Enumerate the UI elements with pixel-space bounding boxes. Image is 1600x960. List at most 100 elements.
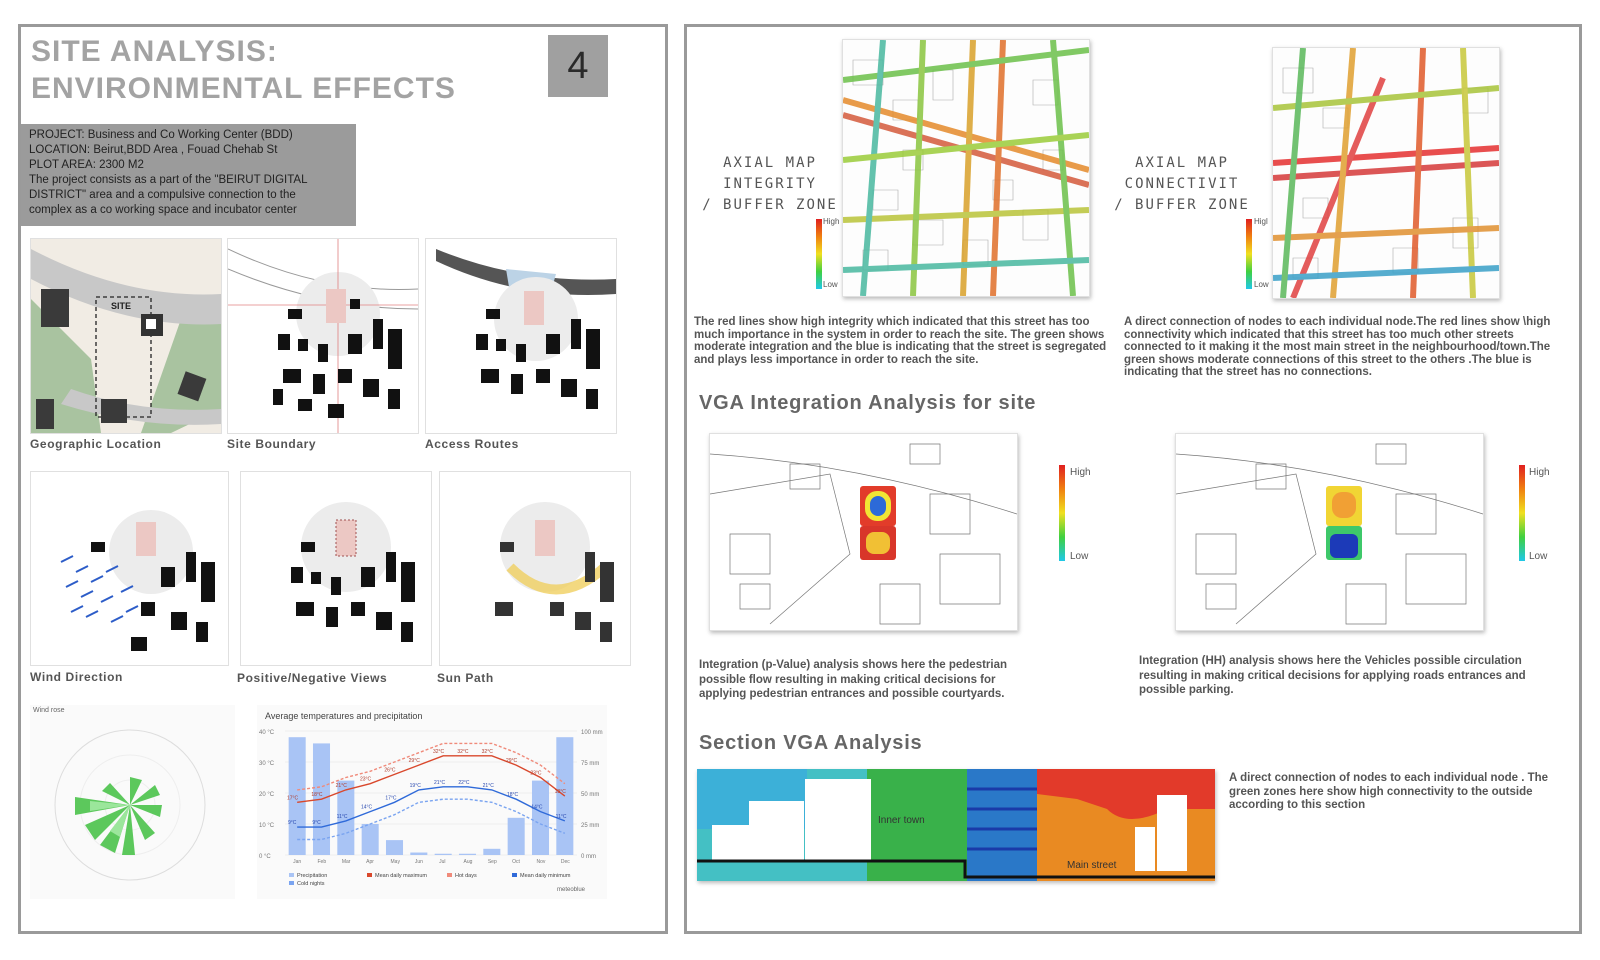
site-boundary-map bbox=[227, 238, 419, 434]
section-main-street-label: Main street bbox=[1067, 860, 1117, 871]
project-info-line: The project consists as a part of the "B… bbox=[29, 174, 308, 186]
max-data-label: 32°C bbox=[433, 749, 445, 755]
legend-swatch bbox=[512, 873, 517, 877]
vga-right-legend-low: Low bbox=[1529, 551, 1548, 562]
max-data-label: 32°C bbox=[457, 749, 469, 755]
x-tick-label: Oct bbox=[512, 859, 520, 865]
y-right-tick-label: 75 mm bbox=[581, 761, 599, 767]
min-data-label: 14°C bbox=[531, 805, 543, 811]
axial-connectivity-line: AXIAL MAP bbox=[1135, 155, 1229, 171]
wind-direction-caption: Wind Direction bbox=[30, 670, 123, 684]
min-data-label: 9°C bbox=[288, 820, 297, 826]
sun-path-caption: Sun Path bbox=[437, 671, 494, 685]
climate-chart: Average temperatures and precipitation 4… bbox=[257, 705, 607, 899]
min-data-label: 18°C bbox=[507, 792, 519, 798]
sun-path-map bbox=[439, 471, 631, 666]
x-tick-label: May bbox=[391, 859, 401, 865]
project-info-line: LOCATION: Beirut,BDD Area , Fouad Chehab… bbox=[29, 144, 278, 156]
y-right-tick-label: 0 mm bbox=[581, 854, 596, 860]
precipitation-bar bbox=[458, 853, 477, 855]
x-tick-label: Jul bbox=[439, 859, 445, 865]
max-data-label: 23°C bbox=[530, 771, 542, 777]
axial-connectivity-line: CONNECTIVIT bbox=[1124, 176, 1240, 192]
vga-pvalue-map bbox=[709, 433, 1018, 631]
section-inner-town-label: Inner town bbox=[878, 815, 925, 826]
wind-direction-map bbox=[30, 471, 229, 666]
min-data-label: 11°C bbox=[556, 814, 567, 820]
precipitation-bar bbox=[483, 848, 501, 855]
integrity-legend-high: High bbox=[823, 217, 840, 226]
legend-entry: Hot days bbox=[455, 873, 477, 879]
max-data-label: 26°C bbox=[384, 767, 396, 773]
max-data-label: 29°C bbox=[409, 758, 421, 764]
project-info-line: PLOT AREA: 2300 M2 bbox=[29, 159, 144, 171]
wind-rose-title: Wind rose bbox=[33, 707, 65, 714]
vga-left-legend-bar bbox=[1059, 465, 1065, 561]
y-left-tick-label: 40 °C bbox=[259, 730, 275, 736]
precipitation-bar bbox=[507, 817, 525, 855]
x-tick-label: Apr bbox=[366, 859, 374, 865]
legend-swatch bbox=[447, 873, 452, 877]
geographic-location-caption: Geographic Location bbox=[30, 437, 162, 451]
vga-left-legend-high: High bbox=[1070, 467, 1091, 478]
mean-daily-max-line bbox=[297, 755, 566, 803]
integrity-legend-bar bbox=[816, 219, 822, 289]
climate-chart-title: Average temperatures and precipitation bbox=[265, 711, 423, 721]
site-label: SITE bbox=[111, 301, 132, 311]
site-boundary-caption: Site Boundary bbox=[227, 437, 317, 451]
max-data-label: 29°C bbox=[506, 758, 518, 764]
positive-negative-views-map bbox=[240, 471, 432, 666]
precipitation-bar bbox=[410, 852, 428, 855]
min-data-label: 19°C bbox=[410, 783, 422, 789]
min-data-label: 17°C bbox=[385, 795, 397, 801]
sheet-title-line2: ENVIRONMENTAL EFFECTS bbox=[31, 72, 456, 105]
vga-pvalue-description: Integration (p-Value) analysis shows her… bbox=[699, 659, 1008, 700]
sheet-number: 4 bbox=[548, 35, 608, 97]
access-routes-map bbox=[425, 238, 617, 434]
precipitation-bar bbox=[361, 824, 379, 855]
vga-hh-map bbox=[1175, 433, 1484, 631]
legend-entry: Cold nights bbox=[297, 881, 325, 887]
axial-connectivity-label: AXIAL MAP CONNECTIVIT / BUFFER ZONE bbox=[1107, 153, 1257, 216]
left-sheet-panel: SITE ANALYSIS: ENVIRONMENTAL EFFECTS 4 P… bbox=[18, 24, 668, 934]
project-info-line: PROJECT: Business and Co Working Center … bbox=[29, 129, 293, 141]
axial-connectivity-line: / BUFFER ZONE bbox=[1114, 197, 1250, 213]
min-data-label: 22°C bbox=[458, 780, 470, 786]
axial-integrity-line: / BUFFER ZONE bbox=[702, 197, 838, 213]
min-data-label: 21°C bbox=[483, 783, 495, 789]
y-left-tick-label: 30 °C bbox=[259, 761, 275, 767]
max-data-label: 18°C bbox=[555, 789, 567, 795]
project-info-line: complex as a co working space and incuba… bbox=[29, 204, 297, 216]
legend-swatch bbox=[289, 873, 294, 877]
x-tick-label: Dec bbox=[561, 859, 570, 865]
x-tick-label: Jan bbox=[293, 859, 301, 865]
vga-hh-description: Integration (HH) analysis shows here the… bbox=[1139, 655, 1526, 696]
y-right-tick-label: 100 mm bbox=[581, 730, 603, 736]
sheet-title-line1: SITE ANALYSIS: bbox=[31, 35, 278, 68]
connectivity-legend-low: Low bbox=[1254, 280, 1269, 289]
legend-swatch bbox=[289, 881, 294, 885]
min-data-label: 21°C bbox=[434, 780, 446, 786]
min-data-label: 9°C bbox=[312, 820, 321, 826]
y-right-tick-label: 25 mm bbox=[581, 823, 599, 829]
legend-entry: Mean daily maximum bbox=[375, 873, 427, 879]
axial-integrity-line: INTEGRITY bbox=[723, 176, 817, 192]
mean-daily-min-line bbox=[297, 786, 566, 828]
precipitation-bar bbox=[337, 780, 355, 855]
section-vga-description: A direct connection of nodes to each ind… bbox=[1229, 772, 1549, 811]
section-vga-diagram: Inner town Main street bbox=[697, 769, 1215, 881]
legend-entry: Mean daily minimum bbox=[520, 873, 571, 879]
x-tick-label: Feb bbox=[318, 859, 327, 865]
vga-integration-heading: VGA Integration Analysis for site bbox=[699, 392, 1037, 414]
x-tick-label: Aug bbox=[464, 859, 473, 865]
legend-swatch bbox=[367, 873, 372, 877]
max-data-label: 23°C bbox=[360, 777, 372, 783]
vga-left-legend-low: Low bbox=[1070, 551, 1089, 562]
project-info-line: DISTRICT" area and a compulsive connecti… bbox=[29, 189, 296, 201]
project-info-box: PROJECT: Business and Co Working Center … bbox=[21, 124, 356, 226]
integrity-legend-low: Low bbox=[823, 280, 838, 289]
max-data-label: 18°C bbox=[311, 792, 323, 798]
x-tick-label: Mar bbox=[342, 859, 351, 865]
max-data-label: 17°C bbox=[287, 795, 299, 801]
positive-negative-views-caption: Positive/Negative Views bbox=[237, 671, 388, 685]
